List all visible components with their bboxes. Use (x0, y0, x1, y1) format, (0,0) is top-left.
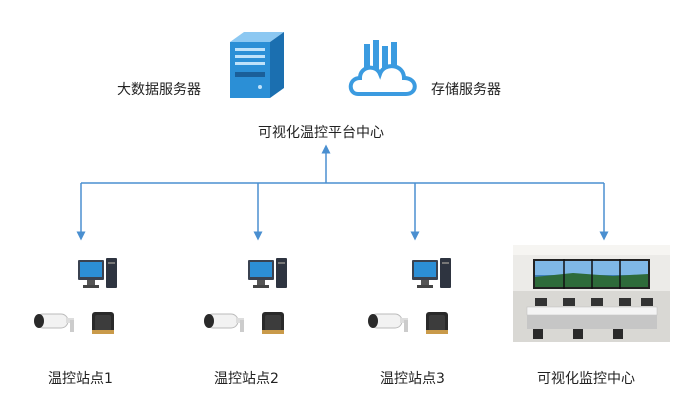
cloud-storage-icon (348, 40, 417, 96)
bullet-camera-icon (368, 313, 408, 332)
station-2-label: 温控站点2 (214, 371, 279, 387)
desktop-computer-icon (78, 258, 117, 288)
station-3-equipment (364, 258, 464, 338)
thermal-sensor-icon (426, 312, 448, 334)
monitoring-center-label: 可视化监控中心 (537, 371, 635, 387)
platform-center-label: 可视化温控平台中心 (258, 125, 384, 141)
storage-server-label: 存储服务器 (431, 82, 501, 98)
thermal-sensor-icon (92, 312, 114, 334)
station-1-equipment (30, 258, 130, 338)
bullet-camera-icon (204, 313, 244, 332)
big-data-server-label: 大数据服务器 (117, 82, 201, 98)
control-room-image (513, 245, 670, 342)
thermal-sensor-icon (262, 312, 284, 334)
station-2-equipment (200, 258, 300, 338)
desktop-computer-icon (248, 258, 287, 288)
desktop-computer-icon (412, 258, 451, 288)
server-icon (230, 32, 284, 98)
station-1-label: 温控站点1 (48, 371, 113, 387)
bullet-camera-icon (34, 313, 74, 332)
station-3-label: 温控站点3 (380, 371, 445, 387)
